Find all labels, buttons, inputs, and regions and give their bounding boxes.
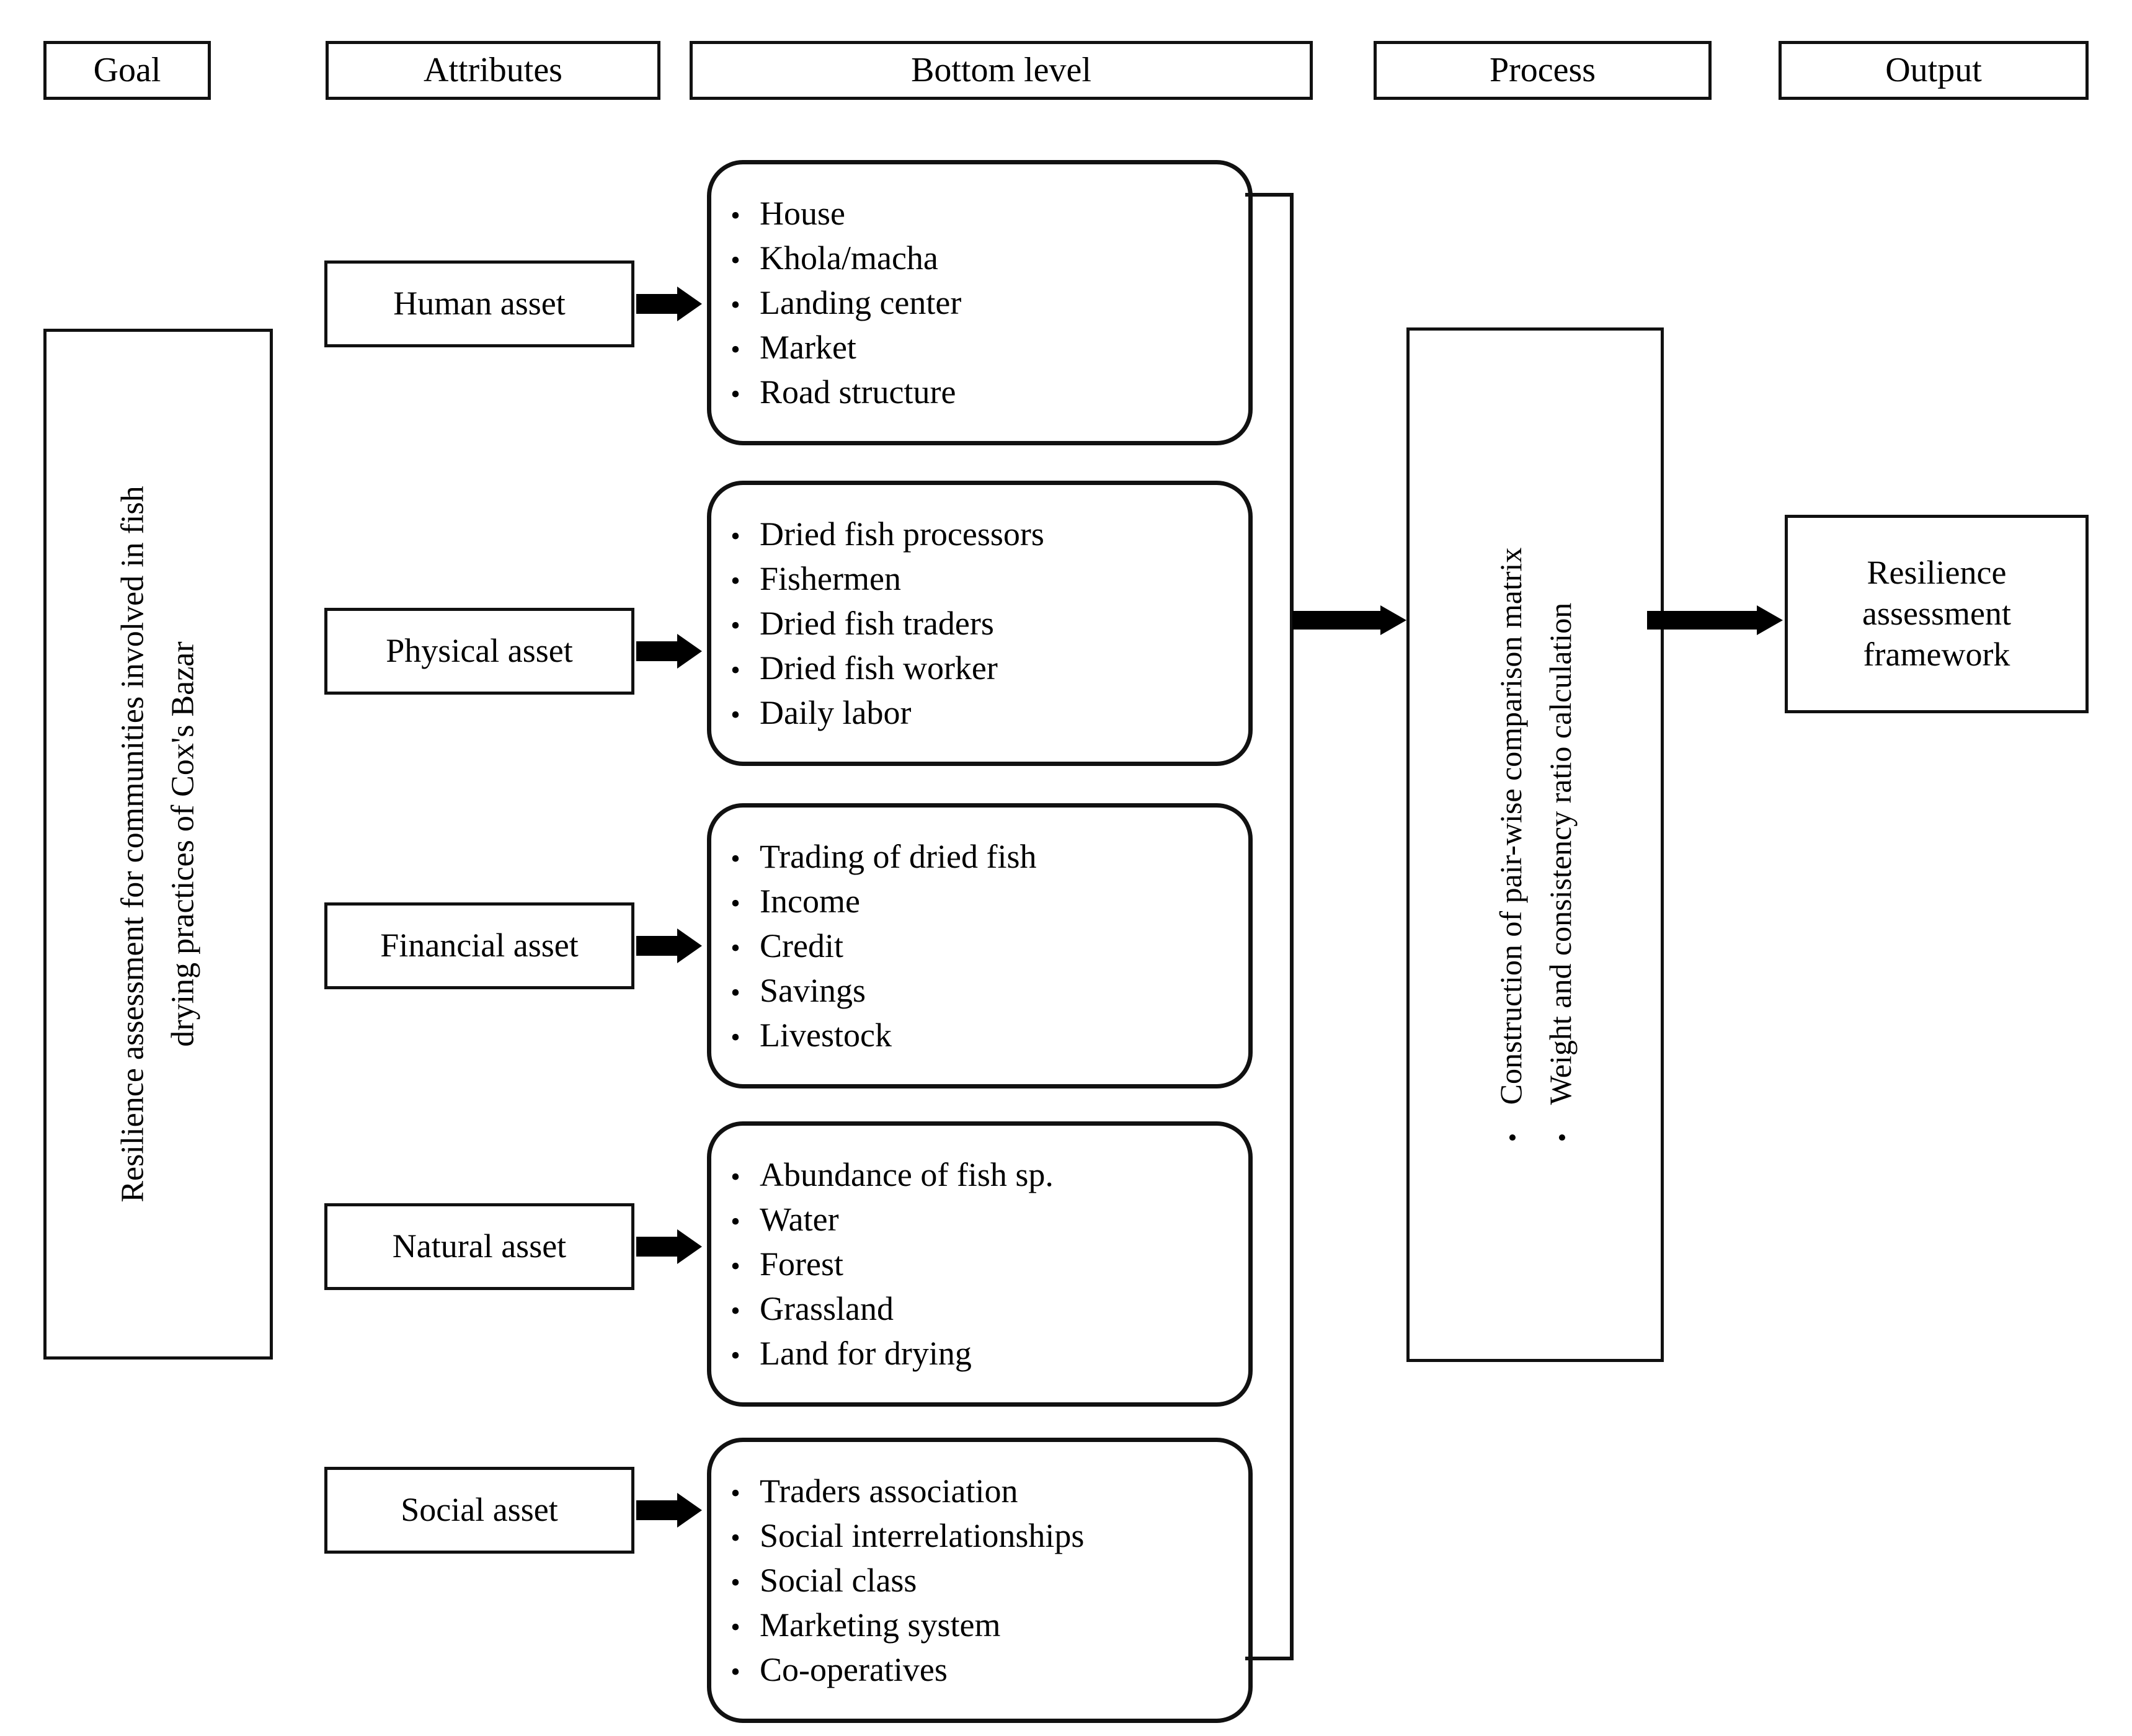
header-attributes: Attributes — [326, 41, 660, 100]
bullet-icon: • — [731, 1612, 740, 1642]
attribute-label-physical-asset: Physical asset — [386, 632, 573, 670]
attribute-box-financial-asset[interactable]: Financial asset — [324, 902, 634, 989]
list-item: • Trading of dried fish — [711, 834, 1248, 879]
bullet-icon: • — [731, 1478, 740, 1508]
attribute-label-human-asset: Human asset — [393, 285, 566, 323]
bullet-icon: • — [731, 334, 740, 365]
bottom-level-card-physical: • Dried fish processors • Fishermen • Dr… — [707, 481, 1253, 766]
list-item: • Abundance of fish sp. — [711, 1152, 1248, 1197]
output-line-2: assessment — [1862, 595, 2011, 633]
header-output: Output — [1779, 41, 2089, 100]
goal-line-2: drying practices of Cox's Bazar — [165, 641, 200, 1047]
bullet-icon: • — [731, 933, 740, 963]
list-item: • Forest — [711, 1242, 1248, 1286]
bullet-icon: • — [731, 844, 740, 874]
list-item: • Income — [711, 879, 1248, 924]
list-item: • Market — [711, 325, 1248, 370]
bullet-icon: • — [731, 379, 740, 409]
bullet-icon: • — [731, 655, 740, 685]
bullet-icon: • — [731, 1251, 740, 1281]
bullet-icon: • — [731, 610, 740, 641]
list-item: • Social class — [711, 1558, 1248, 1603]
list-item: • Dried fish worker — [711, 646, 1248, 690]
attribute-label-financial-asset: Financial asset — [380, 927, 579, 964]
goal-line-1: Resilience assessment for communities in… — [115, 486, 151, 1203]
bullet-icon: • — [731, 1657, 740, 1687]
bullet-icon: • — [731, 566, 740, 596]
bottom-level-card-human: • House • Khola/macha • Landing center •… — [707, 160, 1253, 445]
list-item: • Construction of pair-wise comparison m… — [1486, 548, 1535, 1142]
attribute-box-social-asset[interactable]: Social asset — [324, 1467, 634, 1554]
process-box: • Construction of pair-wise comparison m… — [1406, 327, 1664, 1362]
bullet-icon: • — [731, 1206, 740, 1237]
list-item: • Daily labor — [711, 690, 1248, 735]
list-item: • Khola/macha — [711, 236, 1248, 280]
list-item: • Dried fish traders — [711, 601, 1248, 646]
attribute-label-social-asset: Social asset — [401, 1491, 558, 1529]
process-text: • Construction of pair-wise comparison m… — [1486, 548, 1585, 1142]
list-item: • Road structure — [711, 370, 1248, 414]
list-item: • Fishermen — [711, 556, 1248, 601]
list-item: • Social interrelationships — [711, 1513, 1248, 1558]
list-item: • Marketing system — [711, 1603, 1248, 1647]
bullet-icon: • — [731, 977, 740, 1008]
list-item: • Grassland — [711, 1286, 1248, 1331]
attribute-box-natural-asset[interactable]: Natural asset — [324, 1203, 634, 1290]
bottom-level-card-natural: • Abundance of fish sp. • Water • Forest… — [707, 1121, 1253, 1407]
goal-text: Resilience assessment for communities in… — [108, 486, 208, 1202]
list-item: • Land for drying — [711, 1331, 1248, 1376]
header-process-label: Process — [1489, 51, 1596, 90]
header-goal: Goal — [43, 41, 211, 100]
bullet-icon: • — [731, 290, 740, 320]
list-item: • House — [711, 191, 1248, 236]
bullet-icon: • — [731, 1296, 740, 1326]
goal-box: Resilience assessment for communities in… — [43, 329, 273, 1360]
list-item: • Dried fish processors — [711, 512, 1248, 556]
list-item: • Landing center — [711, 280, 1248, 325]
list-item: • Weight and consistency ratio calculati… — [1535, 548, 1585, 1142]
bullet-icon: • — [731, 1340, 740, 1371]
header-process: Process — [1374, 41, 1712, 100]
bullet-icon: • — [1498, 1133, 1527, 1142]
output-line-3: framework — [1863, 635, 2010, 673]
output-line-1: Resilience — [1867, 554, 2007, 592]
attribute-box-human-asset[interactable]: Human asset — [324, 260, 634, 347]
bullet-icon: • — [731, 1162, 740, 1192]
bottom-level-card-social: • Traders association • Social interrela… — [707, 1438, 1253, 1723]
bullet-icon: • — [731, 1567, 740, 1598]
attribute-box-physical-asset[interactable]: Physical asset — [324, 608, 634, 695]
bullet-icon: • — [731, 245, 740, 275]
bullet-icon: • — [731, 888, 740, 919]
bullet-icon: • — [731, 200, 740, 231]
header-attributes-label: Attributes — [424, 51, 562, 90]
output-text: Resilience assessment framework — [1862, 553, 2011, 675]
list-item: • Water — [711, 1197, 1248, 1242]
header-output-label: Output — [1885, 51, 1982, 90]
header-goal-label: Goal — [93, 51, 161, 90]
output-box: Resilience assessment framework — [1785, 515, 2089, 713]
attribute-label-natural-asset: Natural asset — [392, 1227, 567, 1265]
bullet-icon: • — [731, 1022, 740, 1053]
header-bottom-level-label: Bottom level — [911, 51, 1091, 90]
bullet-icon: • — [731, 700, 740, 730]
list-item: • Traders association — [711, 1469, 1248, 1513]
list-item: • Savings — [711, 968, 1248, 1013]
bottom-level-card-financial: • Trading of dried fish • Income • Credi… — [707, 803, 1253, 1088]
bullet-icon: • — [731, 521, 740, 551]
list-item: • Credit — [711, 924, 1248, 968]
list-item: • Co-operatives — [711, 1647, 1248, 1692]
list-item: • Livestock — [711, 1013, 1248, 1057]
bullet-icon: • — [1548, 1133, 1577, 1142]
bullet-icon: • — [731, 1523, 740, 1553]
header-bottom-level: Bottom level — [690, 41, 1313, 100]
